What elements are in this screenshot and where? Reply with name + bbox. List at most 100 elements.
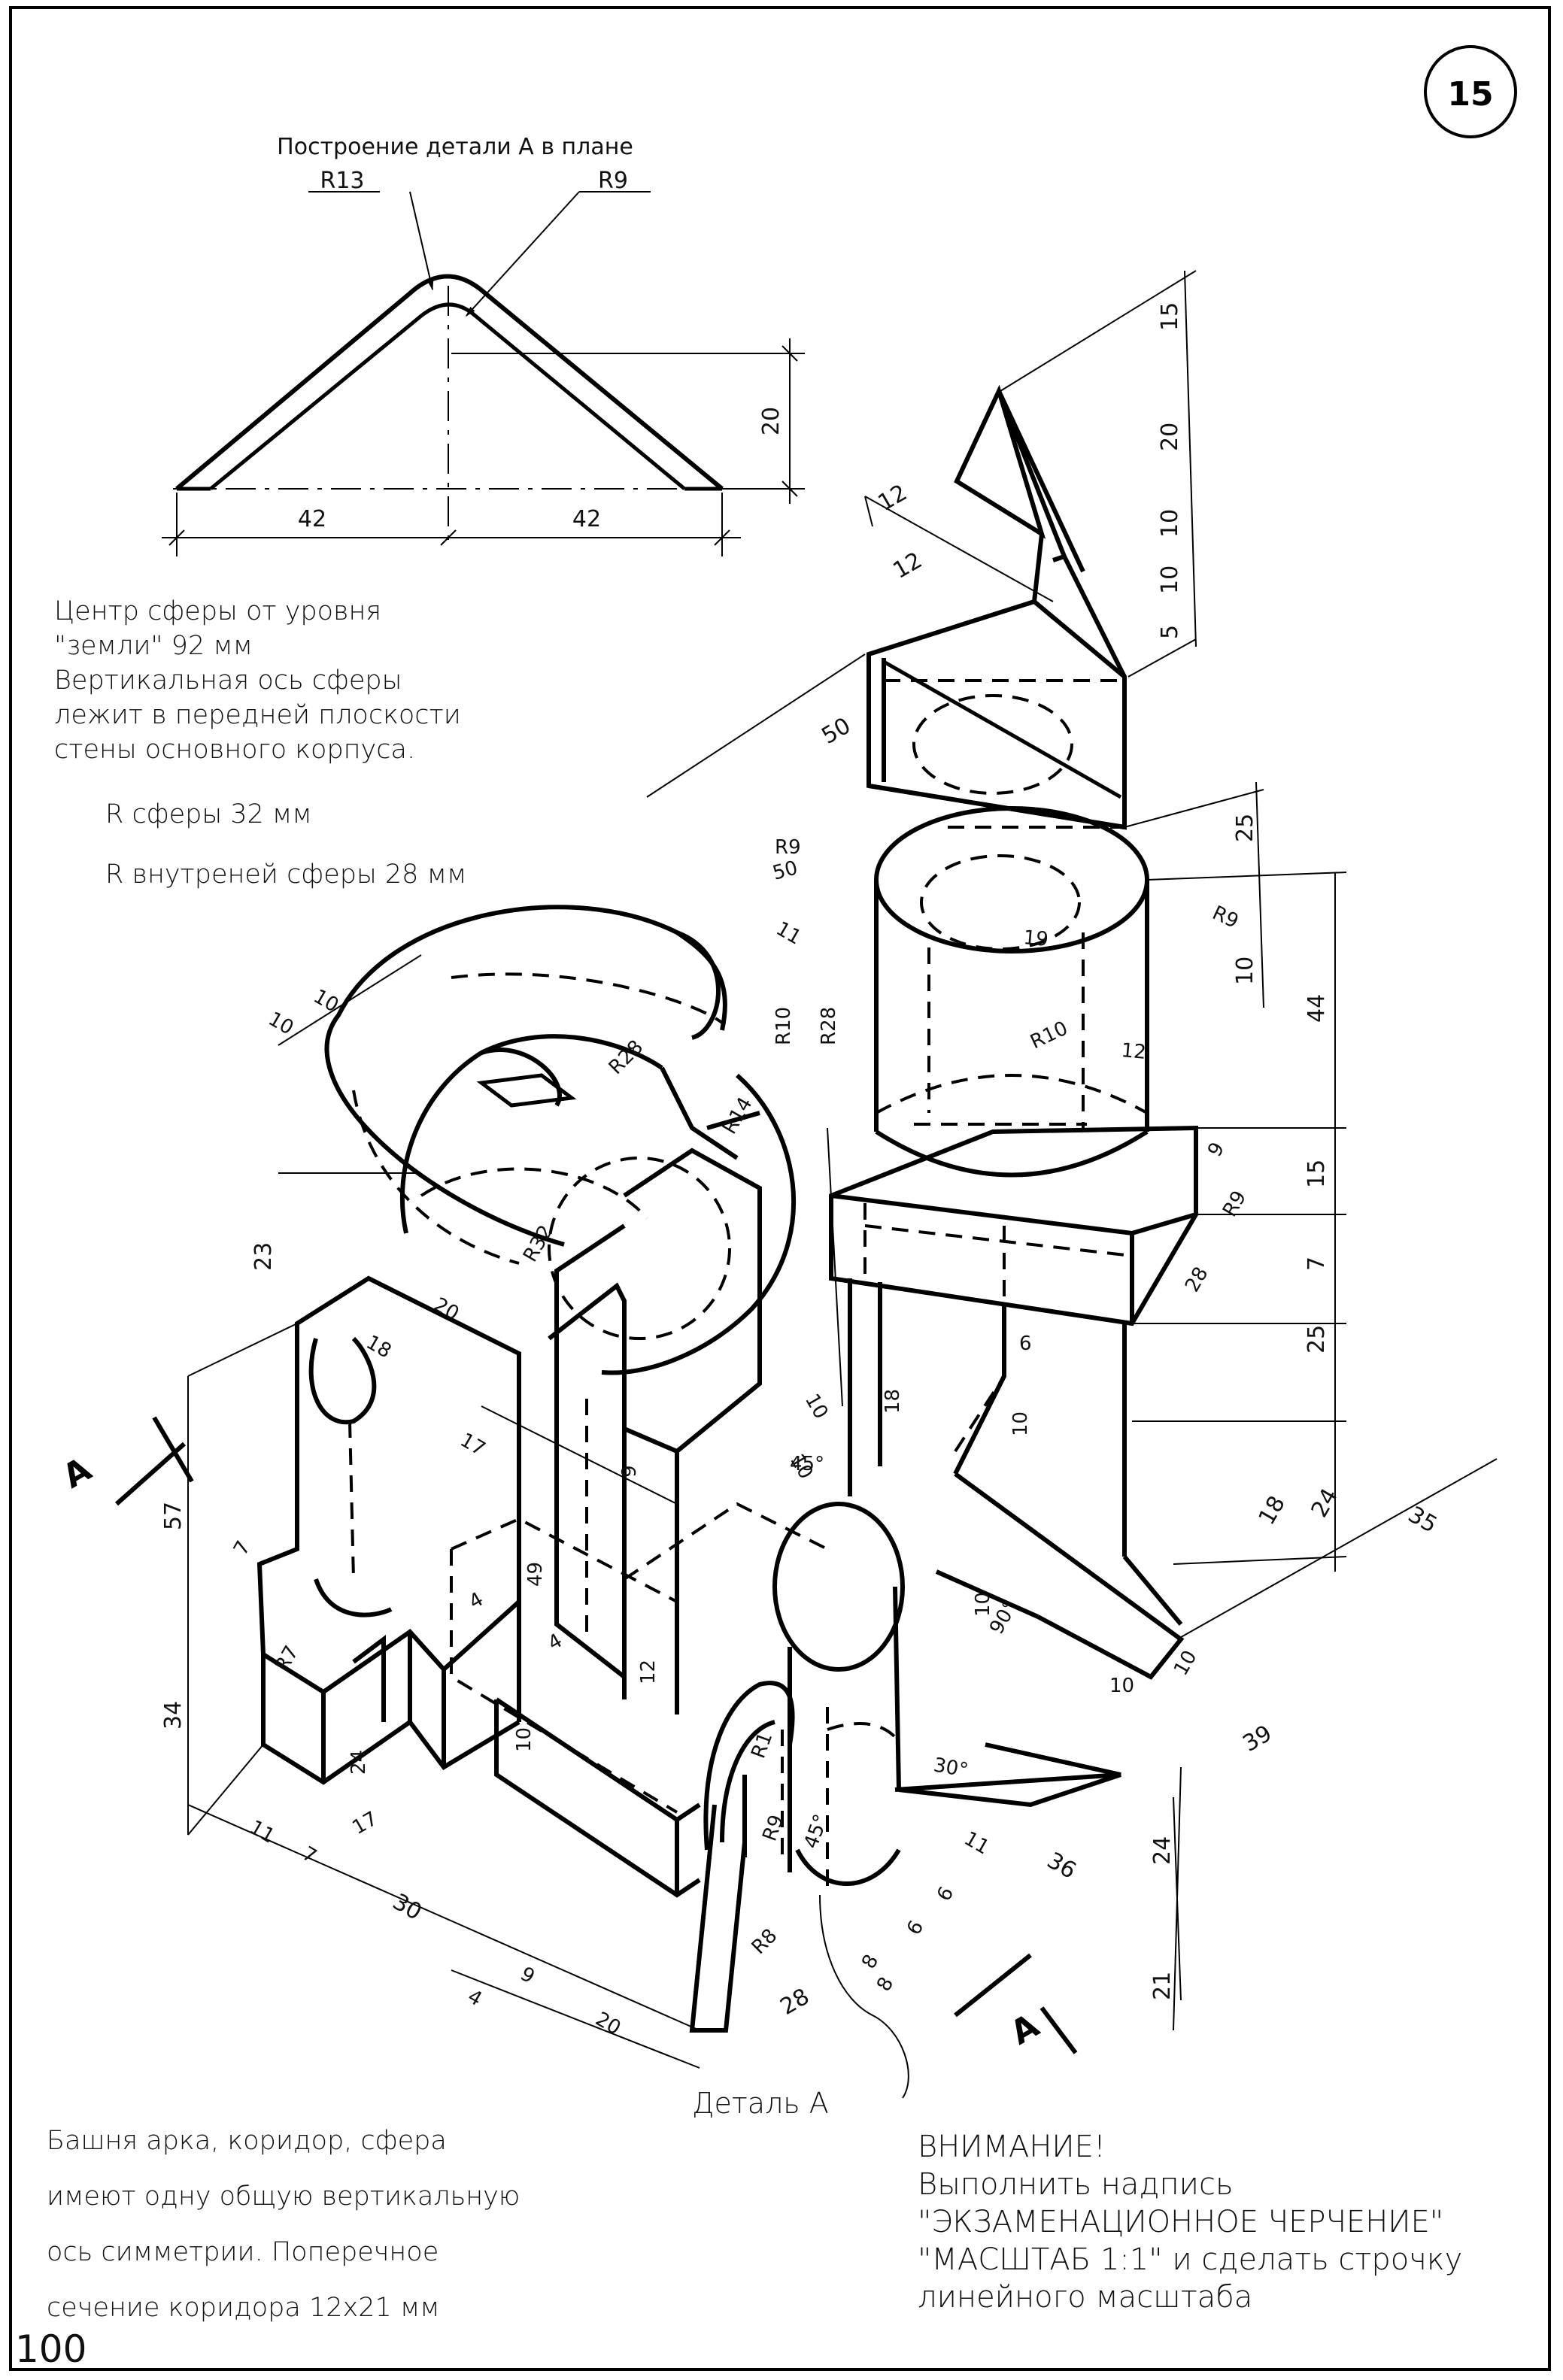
dim-sph-11: 11	[772, 917, 806, 950]
dim-left-r7: R7	[271, 1642, 303, 1676]
dim-base-6: 6	[1019, 1332, 1032, 1355]
dim-cube-50: 50	[818, 713, 856, 750]
inner-sphere-radius-note: R внутреней сферы 28 мм	[105, 860, 467, 890]
dim-base-12: 12	[1120, 1039, 1147, 1064]
dim-corr-4a: 4	[466, 1588, 487, 1614]
dim-cyl-r10: R10	[1027, 1017, 1071, 1054]
dim-spire-12a: 12	[874, 480, 912, 517]
cylinder	[874, 806, 1149, 1178]
attention-line-2: Выполнить надпись	[918, 2167, 1234, 2202]
dimension-lines	[115, 270, 1498, 2099]
dim-cyl-50: 50	[770, 856, 800, 885]
attention-line-1: ВНИМАНИЕ!	[918, 2130, 1106, 2164]
dim-base-10b: 10	[800, 1390, 833, 1423]
section-mark-right: А	[1004, 2006, 1046, 2052]
dim-ramp-10c: 10	[1109, 1675, 1134, 1697]
dim-corr-45: 45°	[790, 1453, 824, 1475]
cube	[866, 599, 1127, 830]
sphere-radius-note: R сферы 32 мм	[105, 799, 312, 829]
dim-left-17: 17	[349, 1808, 382, 1840]
tower-assembly	[829, 384, 1198, 1680]
center-box	[548, 1148, 762, 1715]
arch-cylinder	[772, 1502, 1121, 1887]
dim-base-10: 10	[1009, 1411, 1032, 1436]
dim-cyl-19: 19	[1022, 926, 1049, 951]
dim-sph-r10: R10	[772, 1007, 795, 1045]
dim-cyl-25: 25	[1232, 814, 1258, 842]
dim-ramp-r8: R8	[748, 1924, 782, 1959]
left-block	[256, 1275, 521, 1785]
dim-ramp-21: 21	[1149, 1972, 1176, 2000]
dim-ramp-10b: 10	[1170, 1647, 1202, 1680]
plan-height: 20	[758, 407, 785, 435]
corridor	[450, 1502, 828, 2033]
dim-base-18: 18	[882, 1389, 904, 1414]
symmetry-note: Башня арка, коридор, сфера имеют одну об…	[47, 2113, 520, 2336]
symmetry-line-3: ось симметрии. Поперечное	[47, 2237, 439, 2267]
detail-a-label: Деталь А	[692, 2087, 829, 2120]
plan-width-right: 42	[572, 506, 601, 532]
dimension-labels: 15 20 10 10 5 12 12 50 R9 50 R9 19 R10 1…	[160, 302, 1442, 2040]
dim-ramp-11: 11	[961, 1827, 994, 1860]
sphere-note-line-1: Центр сферы от уровня	[54, 596, 382, 626]
dim-col-35: 35	[1404, 1502, 1442, 1539]
dim-left-57: 57	[160, 1502, 187, 1530]
dim-sph-23: 23	[250, 1242, 277, 1271]
sheet-number: 15	[1447, 75, 1493, 114]
dim-left-30: 30	[388, 1889, 426, 1926]
dim-left-7b: 7	[299, 1842, 320, 1868]
sphere-note-line-5: стены основного корпуса.	[54, 735, 416, 765]
dim-col-15: 15	[1304, 1160, 1330, 1188]
attention-note: ВНИМАНИЕ! Выполнить надпись "ЭКЗАМЕНАЦИО…	[918, 2128, 1462, 2316]
dim-ramp-36: 36	[1043, 1848, 1081, 1884]
dim-col-25: 25	[1304, 1325, 1330, 1354]
dim-cyl-r9b: R9	[1209, 902, 1242, 933]
drawing-sheet-frame	[9, 6, 1551, 2371]
sphere-note-line-4: лежит в передней плоскости	[54, 700, 461, 730]
dim-ramp-10a: 10	[972, 1592, 994, 1617]
plan-title: Построение детали А в плане	[277, 134, 633, 160]
dim-base-9: 9	[1203, 1138, 1229, 1160]
sheet-number-badge: 15	[1424, 45, 1517, 138]
main-body	[256, 1148, 1121, 2033]
dim-ramp-24: 24	[1149, 1836, 1176, 1865]
dim-left-11: 11	[246, 1816, 279, 1848]
dim-spire-12b: 12	[889, 547, 927, 584]
sphere	[324, 905, 796, 1375]
spire	[954, 384, 1127, 678]
symmetry-line-2: имеют одну общую вертикальную	[47, 2181, 520, 2212]
dim-left-34: 34	[160, 1701, 187, 1730]
sphere-note-line-2: "земли" 92 мм	[54, 631, 253, 661]
plan-view: Построение детали А в плане R13 R9 20 42…	[162, 134, 805, 556]
dim-corr-12: 12	[637, 1660, 660, 1684]
dim-corr-4b: 4	[545, 1630, 566, 1655]
section-mark-left: А	[56, 1450, 98, 1496]
dim-left-24: 24	[348, 1750, 370, 1775]
tower-legs	[848, 1278, 1185, 1680]
dim-ramp-8b: 8	[873, 1973, 898, 1995]
plan-width-left: 42	[298, 506, 326, 532]
dim-base-r9: R9	[1219, 1187, 1251, 1221]
dim-left-20: 20	[592, 2008, 625, 2040]
symmetry-line-4: сечение коридора 12х21 мм	[47, 2293, 440, 2323]
dim-ramp-r9: R9	[758, 1812, 788, 1845]
dim-col-7: 7	[1304, 1257, 1330, 1271]
attention-line-5: линейного масштаба	[918, 2280, 1253, 2315]
dim-spire-20: 20	[1157, 423, 1183, 451]
dim-cyl-10: 10	[1232, 957, 1258, 985]
dim-spire-10b: 10	[1157, 565, 1183, 594]
plan-radius-left: R13	[320, 168, 364, 194]
dim-ramp-39: 39	[1239, 1721, 1277, 1757]
attention-line-4: "МАСШТАБ 1:1" и сделать строчку	[918, 2242, 1463, 2277]
dim-base-28: 28	[1181, 1263, 1213, 1296]
dim-left-9: 9	[517, 1963, 539, 1988]
dim-ramp-30: 30°	[932, 1754, 970, 1782]
dim-sph-r28b: R28	[818, 1007, 840, 1045]
dim-corr-17: 17	[457, 1429, 490, 1461]
tower-base-box	[829, 1125, 1198, 1326]
sphere-center-note: Центр сферы от уровня "земли" 92 мм Верт…	[54, 594, 461, 767]
plan-radius-right: R9	[598, 168, 628, 194]
dim-ramp-6b: 6	[903, 1917, 928, 1939]
dim-ramp-8a: 8	[857, 1951, 883, 1972]
